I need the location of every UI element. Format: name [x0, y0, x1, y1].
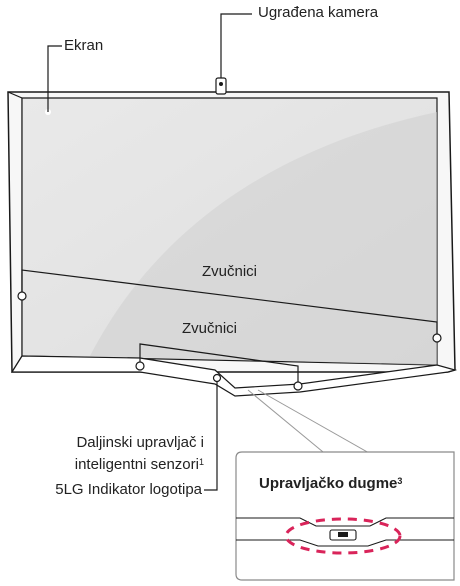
- speaker-bottom-left-dot: [135, 361, 145, 371]
- screen-label: Ekran: [64, 37, 104, 54]
- control-footnote-mark: 3: [397, 476, 403, 486]
- speakers-top-label: Zvučnici: [202, 263, 258, 280]
- speaker-bottom-right-dot: [293, 381, 303, 391]
- inset-box: [235, 451, 455, 581]
- control-button-inner: [338, 532, 348, 537]
- remote-sensor-label-line1: Daljinski upravljač i: [76, 434, 204, 451]
- remote-sensor-label-line2: inteligentni senzori1: [74, 456, 204, 473]
- bottom-bezel: [10, 355, 458, 397]
- camera-lens: [219, 82, 223, 86]
- inset-bezel-top: [236, 517, 454, 527]
- screen-reflection: [90, 112, 437, 365]
- camera-label: Ugrađena kamera: [258, 4, 379, 21]
- sensor-dot: [212, 373, 222, 383]
- speaker-left-dot: [17, 291, 27, 301]
- speaker-right-dot: [432, 333, 442, 343]
- remote-footnote-mark: 1: [198, 457, 204, 467]
- control-button-title: Upravljačko dugme3: [259, 475, 403, 492]
- logo-indicator-label: 5LG Indikator logotipa: [55, 481, 202, 498]
- camera-leader: [220, 13, 252, 78]
- screen-leader: [47, 45, 62, 112]
- control-button-highlight: [284, 517, 402, 555]
- speaker-bottom-bracket: [139, 343, 299, 386]
- sensor-leader: [204, 382, 218, 491]
- speakers-bottom-label: Zvučnici: [182, 320, 238, 337]
- speaker-top-bracket: [21, 269, 438, 338]
